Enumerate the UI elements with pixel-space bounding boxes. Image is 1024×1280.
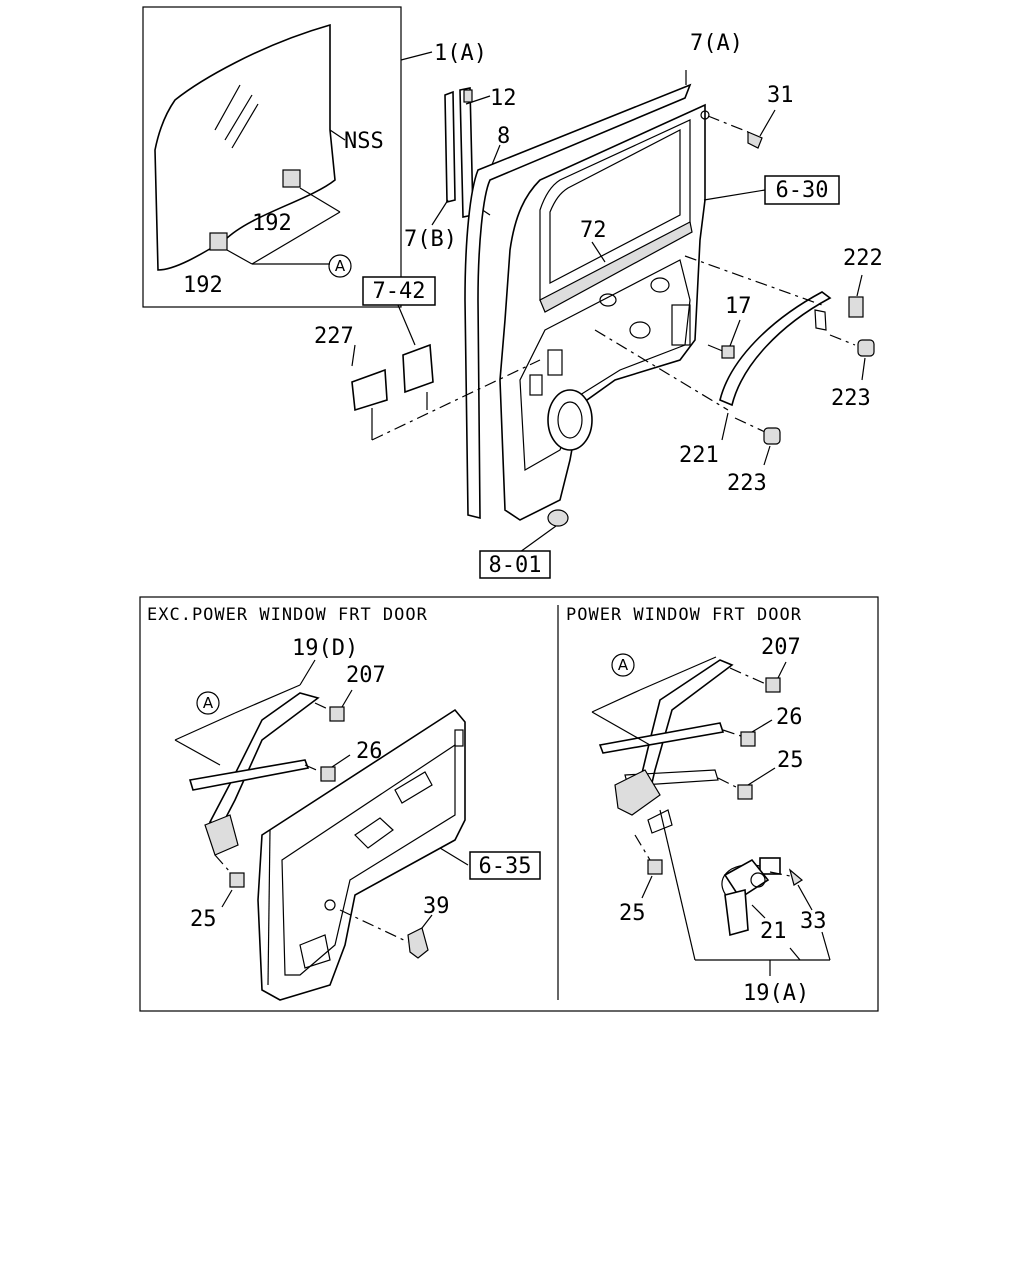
trim-panel-6-35 [257, 708, 466, 1001]
circle-a-marker-left [196, 691, 220, 715]
ref-6-35[interactable]: 6-35 [479, 854, 532, 879]
label-223-upper: 223 [831, 386, 871, 411]
cap-7-42 [402, 343, 434, 394]
cap-227 [351, 368, 388, 412]
speaker-hole [547, 389, 593, 451]
label-19a: 19(A) [743, 981, 809, 1006]
power-regulator: A [591, 653, 831, 976]
label-26-right: 26 [776, 705, 803, 730]
nut-26-left [320, 766, 336, 782]
circle-a-marker-right [611, 653, 635, 677]
label-25-right-upper: 25 [777, 748, 804, 773]
label-227: 227 [314, 324, 354, 349]
bolt-17 [707, 319, 741, 359]
label-33: 33 [800, 909, 827, 934]
left-panel-title: EXC.POWER WINDOW FRT DOOR [147, 605, 428, 625]
nut-26-right [740, 731, 756, 747]
label-25-right-lower: 25 [619, 901, 646, 926]
label-39: 39 [423, 894, 450, 919]
ref-box-8-01[interactable] [479, 550, 551, 579]
ref-box-7-42[interactable] [362, 276, 436, 306]
label-223-lower: 223 [727, 471, 767, 496]
glass-clip-upper [282, 169, 301, 188]
garnish-moulding [594, 255, 875, 466]
bolt-25-right-upper [737, 784, 753, 800]
power-regulator-rail [598, 722, 725, 754]
glass-clip-lower [209, 232, 228, 251]
handle-39 [407, 927, 429, 959]
door-frame [499, 103, 706, 521]
label-17: 17 [725, 294, 752, 319]
weatherstrip-7a [464, 83, 692, 520]
label-nss: NSS [344, 129, 384, 154]
regulator-base [204, 814, 239, 856]
label-192-lower: 192 [183, 273, 223, 298]
bolt-207-left [329, 706, 345, 722]
label-221: 221 [679, 443, 719, 468]
connector [759, 857, 781, 875]
label-31: 31 [767, 83, 794, 108]
door-shell [464, 83, 710, 527]
regulator-arm [208, 692, 320, 826]
manual-regulator: A [174, 659, 353, 908]
power-regulator-base [614, 769, 661, 816]
label-19d: 19(D) [292, 636, 358, 661]
circle-a-label-right: A [618, 656, 629, 674]
plug-8-01 [547, 509, 569, 527]
screw-223-upper [857, 339, 875, 357]
label-192-upper: 192 [252, 211, 292, 236]
label-222: 222 [843, 246, 883, 271]
circle-a-marker [328, 254, 352, 278]
screw-33 [788, 868, 804, 886]
label-1a: 1(A) [434, 41, 487, 66]
regulator-rail [188, 759, 310, 791]
beltline-72 [539, 221, 693, 313]
ref-box-6-30[interactable] [764, 175, 840, 205]
bolt-25-right-lower [647, 859, 663, 875]
circle-a-label: A [335, 257, 346, 275]
glass-inset: A NSS 192 192 [142, 6, 402, 308]
regulator-panel-frame [139, 596, 879, 1012]
label-7a: 7(A) [690, 31, 743, 56]
label-207-right: 207 [761, 635, 801, 660]
label-25-left: 25 [190, 907, 217, 932]
door-trim-panel [257, 708, 466, 1001]
glass-reflection [214, 84, 259, 149]
clip-222 [848, 296, 864, 318]
window-opening [539, 119, 691, 301]
label-21: 21 [760, 919, 787, 944]
circle-a-label-left: A [203, 694, 214, 712]
label-8: 8 [497, 124, 510, 149]
label-12: 12 [490, 86, 517, 111]
ref-7-42[interactable]: 7-42 [373, 279, 426, 304]
screw-31 [707, 109, 776, 149]
label-72: 72 [580, 218, 607, 243]
ref-8-01[interactable]: 8-01 [489, 553, 542, 578]
bolt-207-right [765, 677, 781, 693]
motor-21 [723, 858, 770, 900]
door-glass [154, 23, 336, 271]
right-panel-title: POWER WINDOW FRT DOOR [566, 605, 802, 625]
bolt-25-left [229, 872, 245, 888]
label-207-left: 207 [346, 663, 386, 688]
screw-223-lower [763, 427, 781, 445]
cap-parts [351, 304, 541, 441]
ref-box-6-35[interactable] [469, 851, 541, 880]
ref-6-30[interactable]: 6-30 [776, 178, 829, 203]
glass-inset-frame [142, 6, 402, 308]
label-7b: 7(B) [404, 227, 457, 252]
